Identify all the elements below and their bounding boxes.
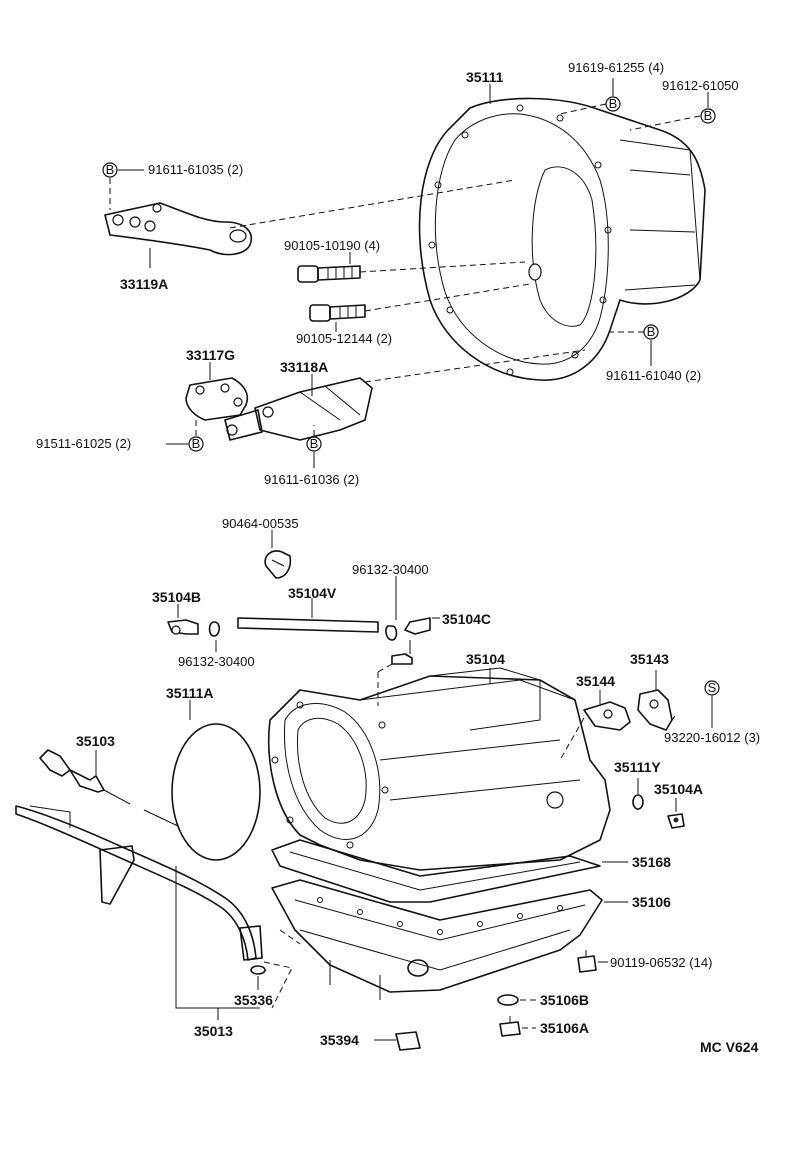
label-35168: 35168 [632,854,671,870]
label-35144: 35144 [576,673,615,689]
label-35104: 35104 [466,651,505,667]
clip-90464-00535 [264,550,292,579]
marker-b-91619: B [605,96,621,112]
label-35106A: 35106A [540,1020,589,1036]
bolt-90119 [577,950,597,973]
label-33118A: 33118A [280,359,328,375]
breather-hose-35104V [237,617,379,633]
bracket-35144 [583,701,631,731]
transmission-35104 [267,667,611,871]
label-90105-12144: 90105-12144 (2) [296,331,392,346]
svg-text:B: B [704,108,713,123]
svg-text:B: B [310,436,319,451]
label-90464-00535: 90464-00535 [222,516,299,531]
label-35394: 35394 [320,1032,359,1048]
drain-plug-35106A [499,1016,521,1037]
label-96132-30400-bottom: 96132-30400 [178,654,255,669]
label-91611-61040: 91611-61040 (2) [606,368,701,383]
label-35104B: 35104B [152,589,201,605]
label-91611-61036: 91611-61036 (2) [264,472,359,487]
label-91612-61050: 91612-61050 [662,78,739,93]
label-90105-10190: 90105-10190 (4) [284,238,380,253]
label-35111Y: 35111Y [614,759,661,775]
label-91611-61035: 91611-61035 (2) [148,162,243,177]
filler-tube-35013 [15,805,263,961]
svg-text:B: B [192,436,201,451]
marker-b-91611-61036: B [306,436,322,452]
label-91619-61255: 91619-61255 (4) [568,60,664,75]
magnet-35106B [497,994,519,1006]
label-90119-06532: 90119-06532 (14) [610,955,712,970]
bolt-90105-10190 [297,265,361,283]
label-93220-16012: 93220-16012 (3) [664,730,760,745]
label-96132-30400-top: 96132-30400 [352,562,429,577]
plug-35104A [667,813,685,829]
dipstick-35103 [39,749,179,827]
bracket-33119A [104,202,252,256]
marker-b-91611-top: B [102,162,118,178]
tube-35104C [391,617,431,665]
oil-pan-35106 [271,879,603,1000]
label-35104C: 35104C [442,611,491,627]
label-35104A: 35104A [654,781,703,797]
gasket-35111A [171,723,261,861]
svg-text:B: B [106,162,115,177]
svg-text:S: S [708,680,717,695]
label-91511-61025: 91511-61025 (2) [36,436,131,451]
marker-b-91511: B [188,436,204,452]
marker-s-93220: S [704,680,720,696]
o-ring-35336 [250,965,266,975]
label-35143: 35143 [630,651,669,667]
label-35106: 35106 [632,894,671,910]
bracket-33117G [185,377,249,421]
marker-b-91612: B [700,108,716,124]
gasket-35168 [271,839,601,903]
bracket-35143 [637,689,673,731]
label-33119A: 33119A [120,276,168,292]
label-33117G: 33117G [186,347,235,363]
marker-b-91611-61040: B [643,324,659,340]
label-35103: 35103 [76,733,115,749]
clamp-96132-upper [385,625,398,641]
clamp-96132-lower [208,621,221,637]
label-35106B: 35106B [540,992,589,1008]
svg-text:B: B [609,96,618,111]
pad-35394 [395,1031,421,1051]
label-35111A: 35111A [166,685,214,701]
label-35104V: 35104V [288,585,337,601]
diagram-code: MC V624 [700,1039,759,1055]
o-ring-35111Y [632,794,644,810]
label-35013: 35013 [194,1023,233,1039]
transmission-housing-35111 [418,97,706,381]
bracket-33118A [224,377,373,441]
bolt-90105-12144 [309,304,366,322]
label-35111: 35111 [466,69,504,85]
label-35336: 35336 [234,992,273,1008]
svg-text:B: B [647,324,656,339]
union-35104B [167,619,199,635]
